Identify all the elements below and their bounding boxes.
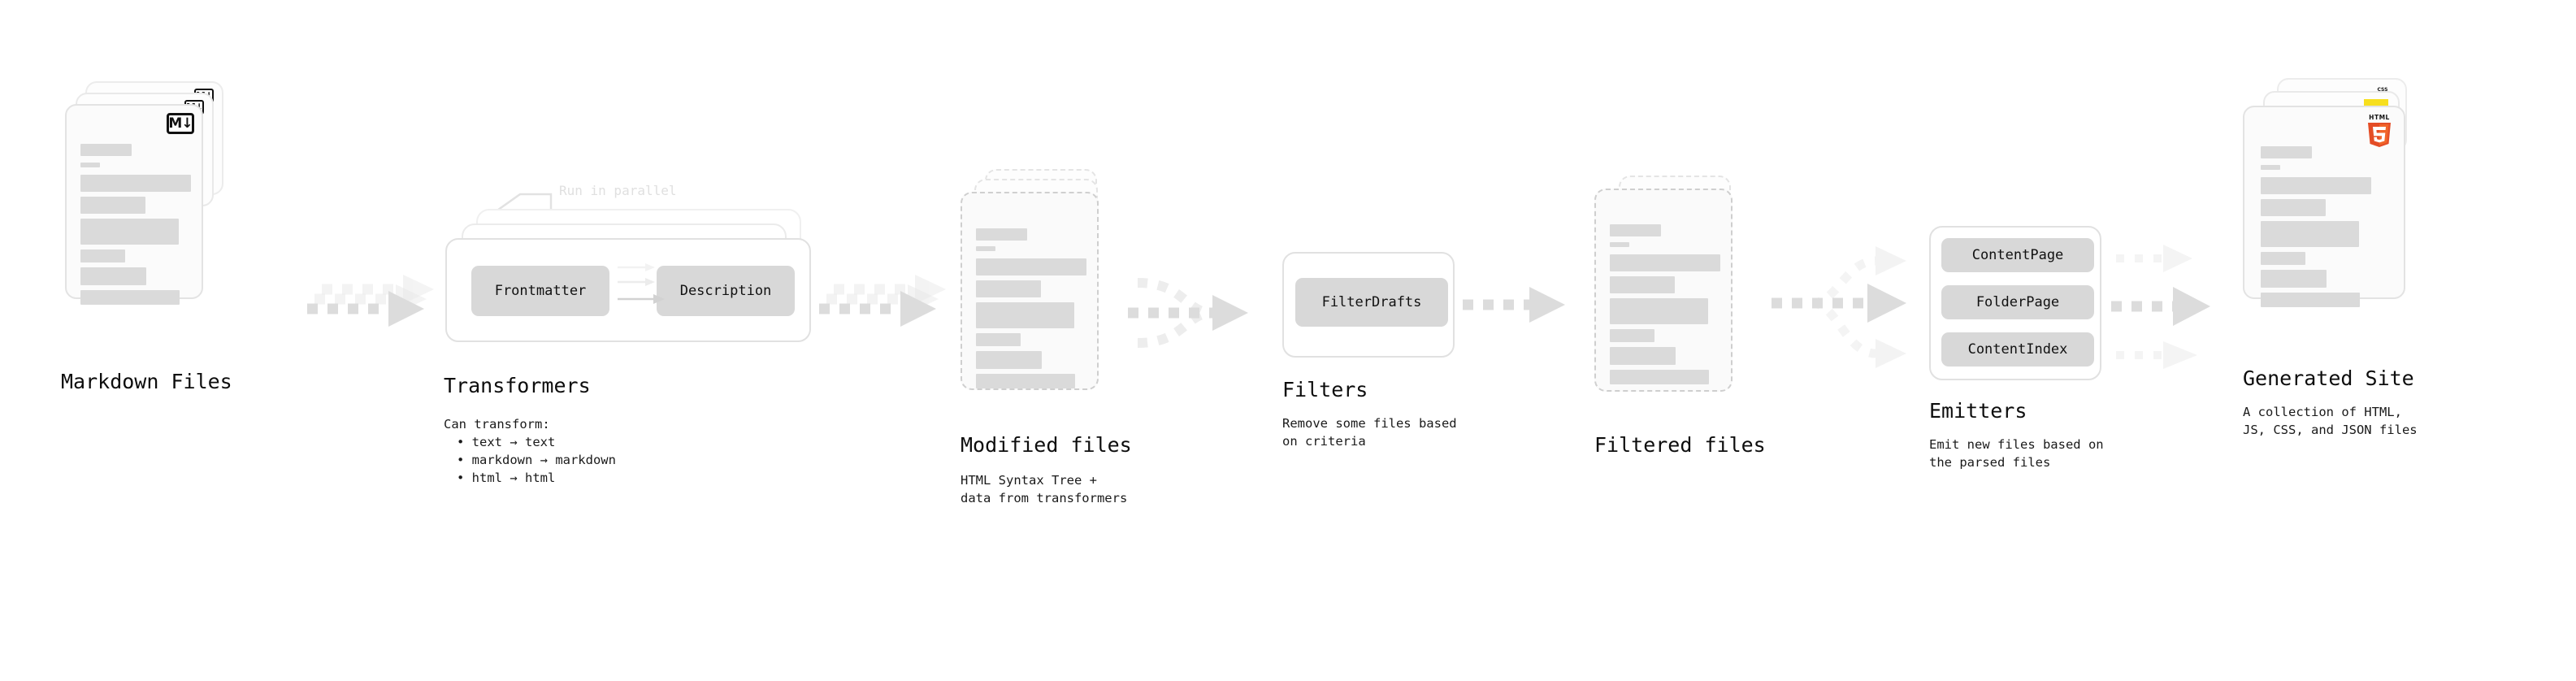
doc-bar-line-2	[1610, 276, 1675, 293]
modified-file-front	[961, 192, 1099, 390]
svg-text:CSS: CSS	[2378, 87, 2388, 93]
stage-title-transformers: Transformers	[444, 374, 591, 397]
doc-bar-line-3	[1610, 298, 1708, 324]
doc-bar-line-5	[976, 351, 1042, 369]
connector-filtered-to-emitters	[1772, 246, 1906, 368]
doc-bar-title	[1610, 224, 1661, 236]
transformer-group-front: Frontmatter Description	[445, 238, 811, 342]
transformer-bullet-1: • text → text	[457, 435, 556, 449]
doc-bar-line-6	[1610, 370, 1709, 384]
doc-bar-line-4	[1610, 329, 1654, 342]
connector-filters-to-filtered	[1463, 287, 1565, 323]
filtered-file-stack	[1594, 169, 1781, 437]
doc-bar-line-5	[80, 267, 146, 285]
stage-title-modified-files: Modified files	[961, 433, 1132, 457]
doc-bar-line-3	[976, 302, 1074, 328]
html5-icon: HTML	[2365, 112, 2394, 148]
transformer-pill-frontmatter[interactable]: Frontmatter	[471, 266, 609, 316]
doc-bar-line-4	[80, 249, 125, 262]
svg-text:HTML: HTML	[2369, 114, 2390, 121]
doc-bar-line-5	[1610, 347, 1676, 365]
stage-title-emitters: Emitters	[1929, 399, 2027, 423]
doc-bar-line-6	[80, 290, 180, 305]
transformer-bullet-3: • html → html	[457, 471, 556, 485]
stage-title-filters: Filters	[1282, 378, 1368, 401]
stage-desc-filters: Remove some files based on criteria	[1282, 416, 1457, 449]
stage-desc-emitters: Emit new files based on the parsed files	[1929, 437, 2104, 470]
generated-site-front: HTML	[2243, 106, 2405, 307]
stage-filtered-files: Filtered files	[1594, 169, 1781, 457]
stage-desc-transformers: Can transform:	[444, 417, 550, 432]
generated-site-stack: CSS HTML	[2243, 78, 2454, 419]
doc-bar-line-3	[80, 219, 179, 245]
connector-modified-to-filters	[1128, 278, 1248, 348]
markdown-file-front: M↓	[65, 104, 203, 305]
transformer-bullet-2: • markdown → markdown	[457, 453, 616, 467]
connector-transformers-to-modified	[819, 275, 946, 327]
doc-bar-line-1	[976, 258, 1086, 275]
doc-bar-subtitle	[976, 246, 995, 251]
filters-group: FilterDrafts	[1282, 252, 1455, 358]
transformer-pill-description[interactable]: Description	[657, 266, 795, 316]
modified-file-stack	[961, 169, 1147, 437]
stage-title-markdown-files: Markdown Files	[61, 370, 232, 393]
doc-bar-subtitle	[80, 163, 100, 167]
doc-bar-title	[2261, 146, 2312, 158]
stage-title-filtered-files: Filtered files	[1594, 433, 1766, 457]
doc-bar-line-5	[2261, 270, 2327, 288]
connector-markdown-to-transformers	[307, 275, 434, 327]
stage-generated-site: CSS HTML	[2243, 78, 2454, 437]
stage-desc-modified-files: HTML Syntax Tree + data from transformer…	[961, 473, 1128, 505]
stage-title-generated-site: Generated Site	[2243, 367, 2414, 390]
doc-bar-line-6	[976, 374, 1075, 388]
transformer-inner-arrows	[618, 263, 665, 304]
doc-bar-line-4	[2261, 252, 2305, 265]
doc-bar-subtitle	[2261, 165, 2280, 170]
stage-modified-files: Modified files HTML Syntax Tree + data f…	[961, 169, 1147, 505]
filtered-file-front	[1594, 189, 1733, 392]
stage-markdown-files: M↓ M↓ M↓ Markdown Files	[61, 81, 264, 423]
emitter-pill-contentpage[interactable]: ContentPage	[1941, 238, 2094, 272]
doc-bar-line-1	[2261, 177, 2371, 194]
doc-bar-line-1	[1610, 254, 1720, 271]
emitters-group: ContentPage FolderPage ContentIndex	[1929, 226, 2101, 380]
connector-emitters-to-site	[2111, 245, 2210, 369]
doc-bar-line-2	[80, 197, 145, 214]
doc-bar-subtitle	[1610, 242, 1629, 247]
doc-bar-line-2	[2261, 199, 2326, 216]
markdown-file-stack: M↓ M↓ M↓	[61, 81, 264, 423]
doc-bar-line-2	[976, 280, 1041, 297]
emitter-pill-folderpage[interactable]: FolderPage	[1941, 285, 2094, 319]
doc-bar-title	[80, 144, 132, 156]
doc-bar-line-4	[976, 333, 1021, 346]
stage-desc-generated-site: A collection of HTML, JS, CSS, and JSON …	[2243, 405, 2418, 437]
doc-bar-line-6	[2261, 293, 2360, 307]
doc-bar-title	[976, 228, 1027, 241]
filter-pill-filterdrafts[interactable]: FilterDrafts	[1295, 278, 1448, 327]
doc-bar-line-1	[80, 175, 191, 192]
doc-bar-line-3	[2261, 221, 2359, 247]
run-in-parallel-label: Run in parallel	[559, 183, 677, 198]
markdown-badge: M↓	[167, 113, 194, 134]
emitter-pill-contentindex[interactable]: ContentIndex	[1941, 332, 2094, 367]
